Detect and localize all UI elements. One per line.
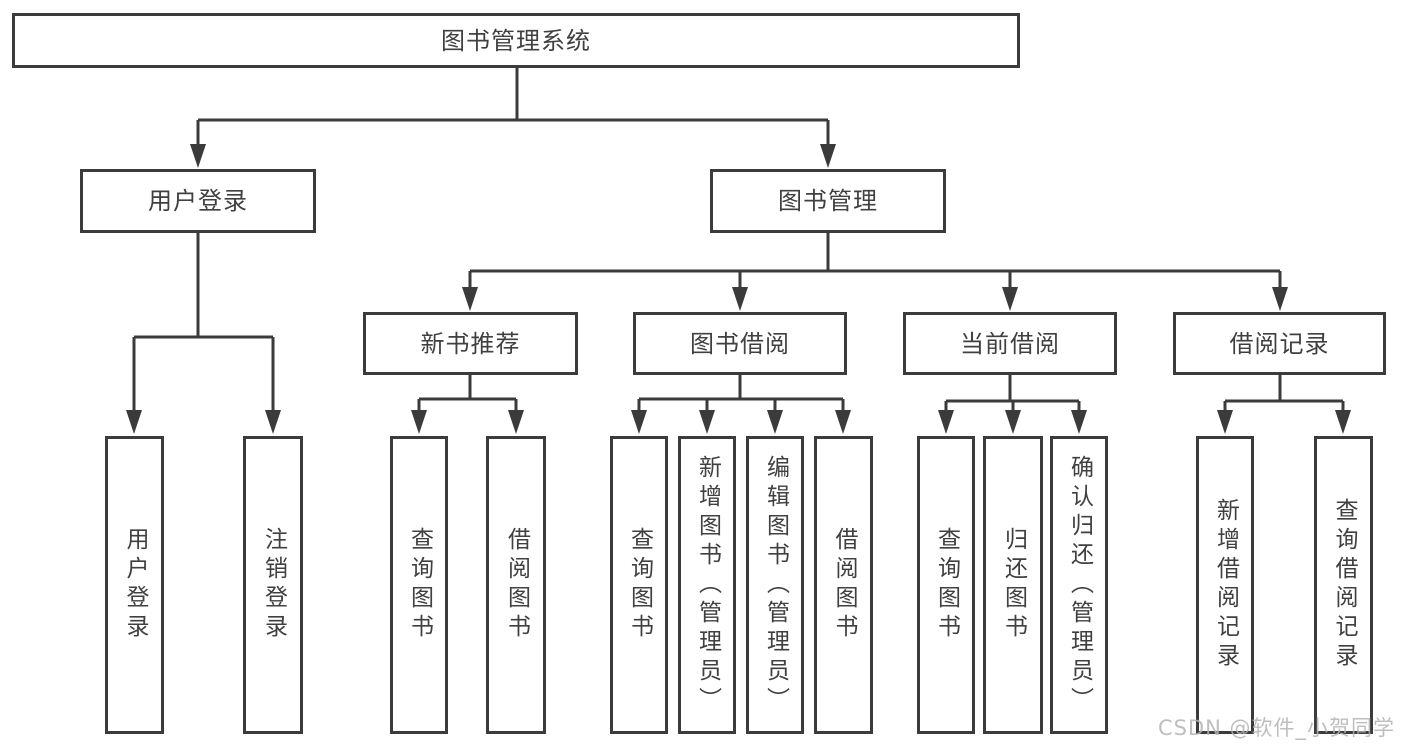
node-label-leaf-add-borrow-record: 新增借阅记录 <box>1212 498 1239 672</box>
arrowhead-down-icon <box>820 144 836 168</box>
arrowhead-down-icon <box>1272 287 1288 311</box>
node-label-leaf-logout: 注销登录 <box>260 527 287 643</box>
arrowhead-down-icon <box>265 410 281 434</box>
arrowhead-down-icon <box>1002 287 1018 311</box>
node-leaf-query-borrow-record: 查询借阅记录 <box>1314 436 1373 734</box>
arrowhead-down-icon <box>1071 410 1087 434</box>
node-leaf-edit-books-admin: 编辑图书（管理员） <box>746 436 804 734</box>
node-label-book-management: 图书管理 <box>778 187 878 215</box>
watermark-text: CSDN @软件_小贺同学 <box>1158 716 1396 740</box>
node-label-new-book-recommend: 新书推荐 <box>420 329 521 358</box>
node-label-borrowing-records: 借阅记录 <box>1229 329 1330 358</box>
node-label-leaf-query-books-3: 查询图书 <box>933 527 960 643</box>
node-label-leaf-query-books-1: 查询图书 <box>406 527 433 643</box>
arrowhead-down-icon <box>1217 410 1233 434</box>
node-book-borrowing: 图书借阅 <box>633 312 847 375</box>
node-book-management: 图书管理 <box>710 169 946 233</box>
node-label-leaf-borrow-books-2: 借阅图书 <box>831 527 857 643</box>
arrowhead-down-icon <box>631 410 647 434</box>
node-label-leaf-borrow-books-1: 借阅图书 <box>503 527 530 643</box>
node-label-book-borrowing: 图书借阅 <box>690 329 790 358</box>
node-label-user-login: 用户登录 <box>148 187 248 215</box>
node-leaf-query-books-3: 查询图书 <box>917 436 975 734</box>
node-leaf-user-login: 用户登录 <box>105 436 164 734</box>
node-leaf-logout: 注销登录 <box>243 436 303 734</box>
arrowhead-down-icon <box>767 410 783 434</box>
node-leaf-query-books-2: 查询图书 <box>610 436 668 734</box>
arrowhead-down-icon <box>411 410 427 434</box>
node-label-leaf-user-login: 用户登录 <box>122 527 148 643</box>
arrowhead-down-icon <box>462 287 478 311</box>
node-label-leaf-query-books-2: 查询图书 <box>626 527 653 643</box>
node-label-leaf-return-books: 归还图书 <box>1000 527 1027 643</box>
node-label-leaf-edit-books-admin: 编辑图书（管理员） <box>762 454 789 716</box>
arrowhead-down-icon <box>508 410 524 434</box>
node-leaf-borrow-books-1: 借阅图书 <box>486 436 546 734</box>
node-label-leaf-query-borrow-record: 查询借阅记录 <box>1331 498 1357 672</box>
node-leaf-confirm-return-admin: 确认归还（管理员） <box>1050 436 1108 734</box>
arrowhead-down-icon <box>699 410 715 434</box>
arrowhead-down-icon <box>190 144 206 168</box>
node-leaf-add-books-admin: 新增图书（管理员） <box>678 436 736 734</box>
arrowhead-down-icon <box>126 410 142 434</box>
node-user-login: 用户登录 <box>80 169 316 233</box>
node-label-leaf-add-books-admin: 新增图书（管理员） <box>694 454 721 716</box>
node-root: 图书管理系统 <box>12 13 1020 68</box>
node-label-root: 图书管理系统 <box>441 26 591 55</box>
node-label-current-borrowing: 当前借阅 <box>960 329 1060 358</box>
arrowhead-down-icon <box>938 410 954 434</box>
node-leaf-return-books: 归还图书 <box>983 436 1043 734</box>
node-borrowing-records: 借阅记录 <box>1173 312 1386 375</box>
node-leaf-add-borrow-record: 新增借阅记录 <box>1196 436 1254 734</box>
node-leaf-borrow-books-2: 借阅图书 <box>814 436 873 734</box>
node-current-borrowing: 当前借阅 <box>903 312 1117 375</box>
arrowhead-down-icon <box>732 287 748 311</box>
arrowhead-down-icon <box>1005 410 1021 434</box>
arrowhead-down-icon <box>835 410 851 434</box>
node-leaf-query-books-1: 查询图书 <box>390 436 448 734</box>
node-label-leaf-confirm-return-admin: 确认归还（管理员） <box>1066 454 1093 716</box>
node-new-book-recommend: 新书推荐 <box>363 312 578 375</box>
arrowhead-down-icon <box>1335 410 1351 434</box>
